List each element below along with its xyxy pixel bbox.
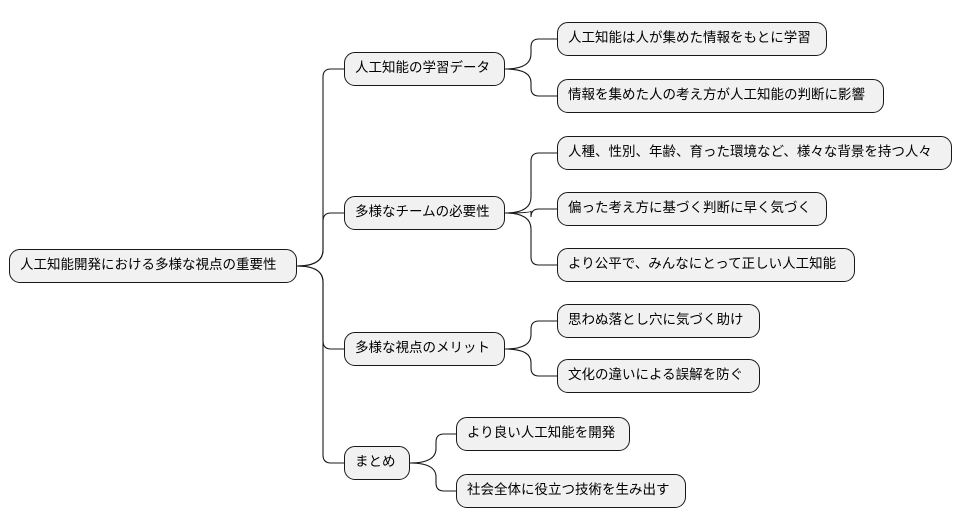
- leaf-node: 情報を集めた人の考え方が人工知能の判断に影響: [557, 79, 884, 113]
- connector-line: [296, 265, 344, 350]
- branch-node-diverse-team: 多様なチームの必要性: [344, 196, 505, 230]
- connector-line: [504, 38, 557, 70]
- leaf-node: 社会全体に役立つ技術を生み出す: [456, 474, 686, 508]
- root-node: 人工知能開発における多様な視点の重要性: [9, 249, 297, 283]
- leaf-node: 思わぬ落とし穴に気づく助け: [557, 304, 760, 338]
- connector-line: [504, 152, 557, 214]
- leaf-node: 偏った考え方に基づく判断に早く気づく: [557, 192, 827, 226]
- leaf-node: 文化の違いによる誤解を防ぐ: [557, 359, 760, 393]
- connector-line: [296, 68, 344, 267]
- branch-node-training-data: 人工知能の学習データ: [344, 52, 505, 86]
- connector-line: [296, 265, 344, 464]
- connector-line: [296, 212, 344, 267]
- leaf-node: より良い人工知能を開発: [456, 417, 630, 451]
- connector-line: [409, 462, 456, 492]
- leaf-node: 人種、性別、年齢、育った環境など、様々な背景を持つ人々: [557, 136, 952, 170]
- branch-node-summary: まとめ: [344, 446, 410, 480]
- branch-node-merits: 多様な視点のメリット: [344, 332, 505, 366]
- connector-line: [504, 348, 557, 377]
- connector-line: [504, 208, 557, 218]
- connector-line: [504, 212, 557, 266]
- connector-line: [409, 433, 456, 464]
- connector-line: [504, 68, 557, 97]
- leaf-node: 人工知能は人が集めた情報をもとに学習: [557, 22, 827, 56]
- connector-line: [504, 320, 557, 350]
- leaf-node: より公平で、みんなにとって正しい人工知能: [557, 248, 855, 282]
